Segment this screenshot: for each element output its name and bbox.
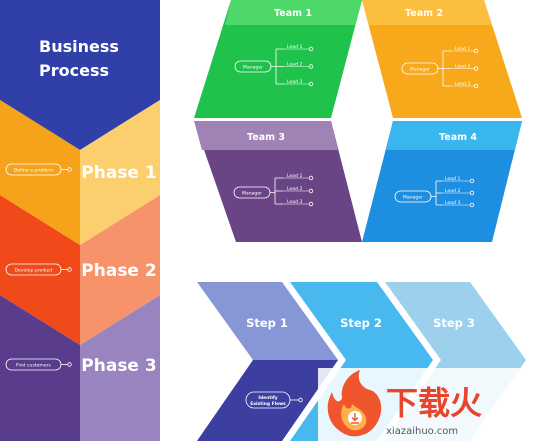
team2-title: Team 2 xyxy=(405,8,443,19)
team1-card: Team 1 Manager Lead 1 Lead 2 Lead 3 xyxy=(194,0,362,118)
phase2-label: Phase 2 xyxy=(81,261,156,281)
phase1-note: Define a problem xyxy=(5,163,72,176)
team2-lead3: Lead 3 xyxy=(455,81,470,87)
team3-mindmap: Manager Lead 1 Lead 2 Lead 3 xyxy=(233,173,314,207)
step3-title: Step 3 xyxy=(433,316,475,330)
team1-lead2: Lead 2 xyxy=(287,62,302,68)
team-grid: Team 1 Manager Lead 1 Lead 2 Lead 3 Team… xyxy=(194,0,522,242)
team2-body xyxy=(362,0,522,118)
team3-header xyxy=(194,121,338,150)
step1-note-line1: Identify xyxy=(258,395,277,401)
watermark-brand: 下载火 xyxy=(386,384,482,422)
phase3-band-right xyxy=(80,295,160,441)
phase1-note-text: Define a problem xyxy=(14,168,54,174)
team4-card: Team 4 Manager Lead 1 Lead 2 Lead 3 xyxy=(362,121,522,242)
business-header-block xyxy=(0,0,160,150)
team2-header xyxy=(362,0,492,25)
phase1-band-right xyxy=(80,100,160,245)
step1-lower-band xyxy=(197,360,338,441)
team1-mindmap: Manager Lead 1 Lead 2 Lead 3 xyxy=(234,44,314,87)
step1-title: Step 1 xyxy=(246,316,288,330)
business-title-line2: Process xyxy=(39,61,109,80)
team4-title: Team 4 xyxy=(439,132,477,143)
team4-header xyxy=(386,121,522,150)
team3-manager: Manager xyxy=(242,191,262,197)
watermark-url: xiazaihuo.com xyxy=(386,426,458,437)
team4-manager: Manager xyxy=(403,195,423,201)
phase1-label: Phase 1 xyxy=(81,163,156,183)
team4-lead3: Lead 3 xyxy=(445,200,460,206)
team1-body xyxy=(194,0,362,118)
phase1-band-left xyxy=(0,100,80,245)
team1-manager: Manager xyxy=(243,65,263,71)
team1-lead1: Lead 1 xyxy=(287,44,302,50)
business-process-column: Business Process Phase 1 Phase 2 Phase 3… xyxy=(0,0,160,441)
step1-note-line2: Existing Flows xyxy=(250,401,286,407)
phase2-note: Develop product xyxy=(5,263,72,276)
team3-lead2: Lead 2 xyxy=(287,186,302,192)
team4-lead2: Lead 2 xyxy=(445,188,460,194)
team3-body xyxy=(194,121,362,242)
phase3-note: Find customers xyxy=(5,358,72,371)
team2-lead2: Lead 2 xyxy=(455,64,470,70)
flame-logo-icon xyxy=(327,370,382,437)
team2-manager: Manager xyxy=(410,67,430,73)
team2-mindmap: Manager Lead 1 Lead 2 Lead 3 xyxy=(401,46,479,89)
team2-card: Team 2 Manager Lead 1 Lead 2 Lead 3 xyxy=(362,0,522,118)
team1-header xyxy=(225,0,362,25)
business-title-line1: Business xyxy=(39,37,119,56)
team3-lead3: Lead 3 xyxy=(287,199,302,205)
team3-lead1: Lead 1 xyxy=(287,173,302,179)
team1-title: Team 1 xyxy=(274,8,312,19)
phase3-label: Phase 3 xyxy=(81,356,156,376)
team4-mindmap: Manager Lead 1 Lead 2 Lead 3 xyxy=(394,176,475,208)
phase2-note-text: Develop product xyxy=(14,268,52,274)
team1-lead3: Lead 3 xyxy=(287,79,302,85)
team3-card: Team 3 Manager Lead 1 Lead 2 Lead 3 xyxy=(194,121,362,242)
step1-note: Identify Existing Flows xyxy=(245,391,303,409)
team4-body xyxy=(362,121,522,242)
team4-lead1: Lead 1 xyxy=(445,176,460,182)
step2-title: Step 2 xyxy=(340,316,382,330)
phase3-band-left xyxy=(0,295,80,441)
watermark: 下载火 xiazaihuo.com xyxy=(318,368,540,441)
team2-lead1: Lead 1 xyxy=(455,46,470,52)
team3-title: Team 3 xyxy=(247,132,285,143)
phase3-note-text: Find customers xyxy=(16,363,52,369)
